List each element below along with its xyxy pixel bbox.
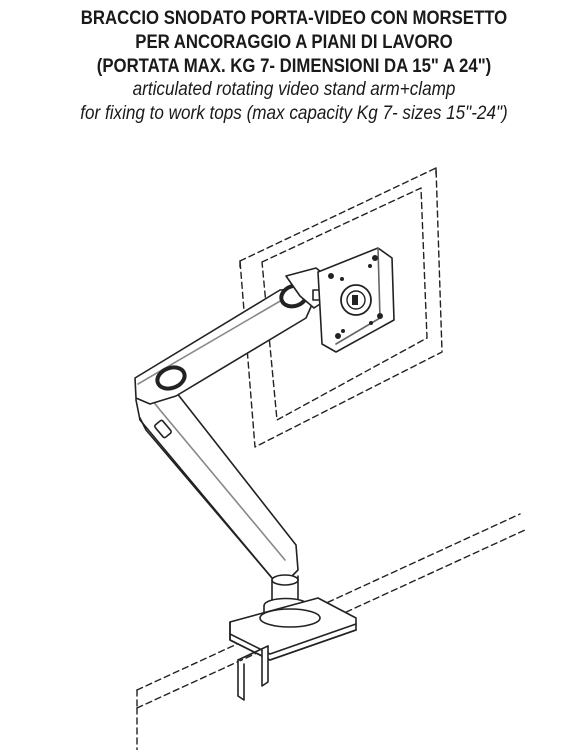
caption-italian-line-1: BRACCIO SNODATO PORTA-VIDEO CON MORSETTO <box>80 7 508 29</box>
pole-and-base <box>229 574 357 661</box>
caption-english-line-2: for fixing to work tops (max capacity Kg… <box>80 102 508 124</box>
vesa-plate <box>317 247 395 353</box>
caption-block: BRACCIO SNODATO PORTA-VIDEO CON MORSETTO… <box>0 6 588 125</box>
clamp <box>237 645 269 701</box>
lower-arm <box>135 377 299 583</box>
upper-arm <box>134 283 315 405</box>
caption-italian-line-2: PER ANCORAGGIO A PIANI DI LAVORO <box>135 31 453 53</box>
monitor-outline <box>239 167 443 448</box>
caption-english-line-1: articulated rotating video stand arm+cla… <box>132 79 456 100</box>
caption-italian-line-3: (PORTATA MAX. KG 7- DIMENSIONI DA 15" A … <box>96 55 492 77</box>
